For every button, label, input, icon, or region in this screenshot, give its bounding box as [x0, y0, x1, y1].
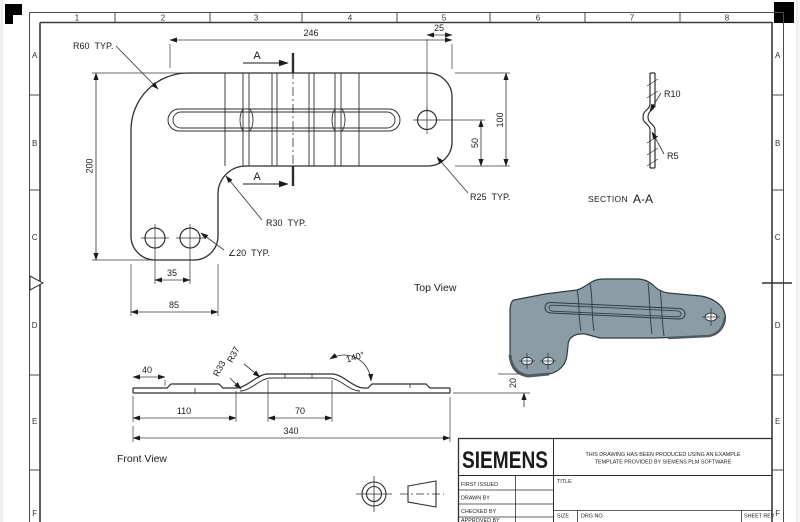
leader-r25: R25 TYP. — [470, 192, 510, 202]
zone-number: 5 — [442, 14, 447, 23]
drg-no-label: DRG NO. — [581, 514, 604, 520]
projection-symbol — [356, 476, 444, 512]
section-letter-top: A — [253, 50, 261, 62]
sheet-rev-label: SHEET REV — [744, 514, 775, 520]
zone-letter: E — [775, 417, 780, 426]
row-checked-by: CHECKED BY — [461, 509, 496, 515]
zone-number: 7 — [630, 14, 635, 23]
dim-110: 110 — [177, 406, 191, 416]
dim-35: 35 — [167, 268, 177, 278]
leader-r30: R30 TYP. — [266, 218, 306, 228]
top-view: A A 246 25 100 50 200 35 85 — [73, 23, 510, 316]
zone-letter: A — [775, 51, 781, 60]
trim-mark-top-left — [5, 4, 22, 24]
iso-3d-view — [508, 278, 727, 378]
zone-letter: B — [775, 139, 780, 148]
zone-number: 1 — [75, 14, 80, 23]
zone-letter: F — [32, 509, 37, 518]
dim-50: 50 — [470, 138, 480, 148]
zone-number: 4 — [348, 14, 353, 23]
zone-letter: B — [32, 139, 37, 148]
front-view-label: Front View — [117, 453, 167, 465]
zone-letter: D — [775, 321, 781, 330]
centering-mark-left — [29, 275, 45, 291]
leader-r10: R10 — [664, 89, 681, 99]
dim-100: 100 — [495, 112, 505, 127]
zone-letter: E — [32, 417, 37, 426]
dim-85: 85 — [169, 300, 179, 310]
title-block: SIEMENS THIS DRAWING HAS BEEN PRODUCED U… — [457, 437, 775, 522]
dim-340: 340 — [283, 426, 298, 436]
notice-line-1: THIS DRAWING HAS BEEN PRODUCED USING AN … — [586, 452, 741, 458]
part-holes — [519, 308, 720, 369]
size-label: SIZE — [557, 514, 569, 520]
zone-number: 8 — [725, 14, 730, 23]
zone-letter: F — [775, 509, 780, 518]
row-drawn-by: DRAWN BY — [461, 496, 490, 502]
dim-70: 70 — [295, 406, 305, 416]
leader-r60: R60 TYP. — [73, 41, 113, 51]
title-label: TITLE — [557, 479, 572, 485]
zone-letter: C — [32, 233, 38, 242]
part-bend-creases — [576, 282, 665, 337]
zone-labels: 1 2 3 4 5 6 7 8 A B C D E F A B C D E F — [32, 14, 781, 519]
row-approved-by: APPROVED BY — [461, 518, 500, 522]
section-letter-bottom: A — [253, 171, 261, 183]
zone-number: 2 — [161, 14, 166, 23]
zone-number: 6 — [536, 14, 541, 23]
leader-d20: ∠20 TYP. — [228, 248, 270, 258]
zone-letter: A — [32, 51, 38, 60]
dim-200: 200 — [85, 158, 95, 173]
notice-line-2: TEMPLATE PROVIDED BY SIEMENS PLM SOFTWAR… — [595, 460, 732, 466]
dim-20: 20 — [508, 378, 518, 388]
zone-number: 3 — [254, 14, 259, 23]
zone-letter: D — [32, 321, 38, 330]
top-view-label: Top View — [414, 282, 457, 294]
row-first-issued: FIRST ISSUED — [461, 482, 498, 488]
dim-40: 40 — [142, 365, 152, 375]
dim-246: 246 — [303, 28, 318, 38]
zone-letter: C — [775, 233, 781, 242]
section-view-label: SECTION — [588, 194, 628, 204]
sheet-frame — [29, 12, 792, 522]
leader-r5: R5 — [667, 151, 679, 161]
siemens-logo: SIEMENS — [462, 447, 548, 474]
section-view: R10 R5 SECTION A-A — [588, 72, 681, 206]
section-cut-marker — [243, 59, 289, 188]
section-view-name: A-A — [633, 192, 653, 206]
part-slot — [544, 301, 686, 320]
dim-25: 25 — [434, 23, 444, 33]
